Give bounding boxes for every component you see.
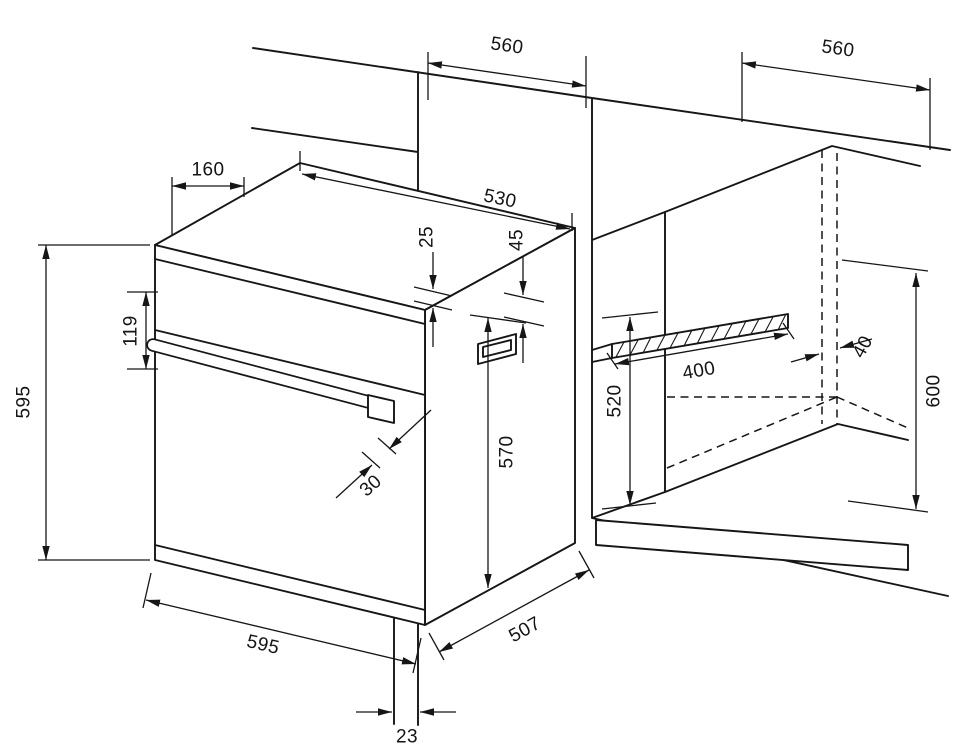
dim-label-400: 400 <box>681 358 717 384</box>
dim-label-45: 45 <box>507 229 528 251</box>
dim-label-40: 40 <box>849 332 878 361</box>
dim-label-560-right: 560 <box>820 36 856 61</box>
dim-23: 23 <box>356 708 456 748</box>
dim-45: 45 <box>503 229 545 363</box>
dim-570: 570 <box>469 314 527 588</box>
dim-label-595-left: 595 <box>14 386 35 419</box>
hidden-edges-dashed <box>666 150 909 469</box>
oven-handle-bracket <box>367 394 395 424</box>
dim-label-560-left: 560 <box>489 33 525 58</box>
dim-label-570: 570 <box>497 436 518 469</box>
dim-119: 119 <box>121 291 158 370</box>
dim-label-160: 160 <box>192 160 225 181</box>
dim-label-600: 600 <box>924 375 945 408</box>
dim-40: 40 <box>790 332 878 363</box>
dim-600: 600 <box>841 259 945 513</box>
niche-rail-section <box>611 313 789 359</box>
dim-507: 507 <box>428 550 595 661</box>
dim-label-520: 520 <box>605 385 626 418</box>
dim-595-left: 595 <box>14 244 150 561</box>
dim-160: 160 <box>171 160 245 236</box>
dim-25: 25 <box>413 226 453 347</box>
dim-520: 520 <box>601 311 659 510</box>
dim-label-507: 507 <box>506 613 545 647</box>
dim-counter-right-560: 560 <box>741 36 931 150</box>
oven <box>146 162 576 626</box>
dim-counter-left-560: 560 <box>427 33 587 108</box>
cabinet-base <box>595 519 909 571</box>
oven-front-face <box>154 244 426 626</box>
dim-label-119: 119 <box>121 315 142 347</box>
dim-label-595-bottom: 595 <box>245 631 282 659</box>
control-panel-lines <box>154 258 426 611</box>
dim-label-23: 23 <box>396 727 418 748</box>
oven-handle-fill <box>148 340 385 410</box>
dim-label-25: 25 <box>417 226 438 248</box>
